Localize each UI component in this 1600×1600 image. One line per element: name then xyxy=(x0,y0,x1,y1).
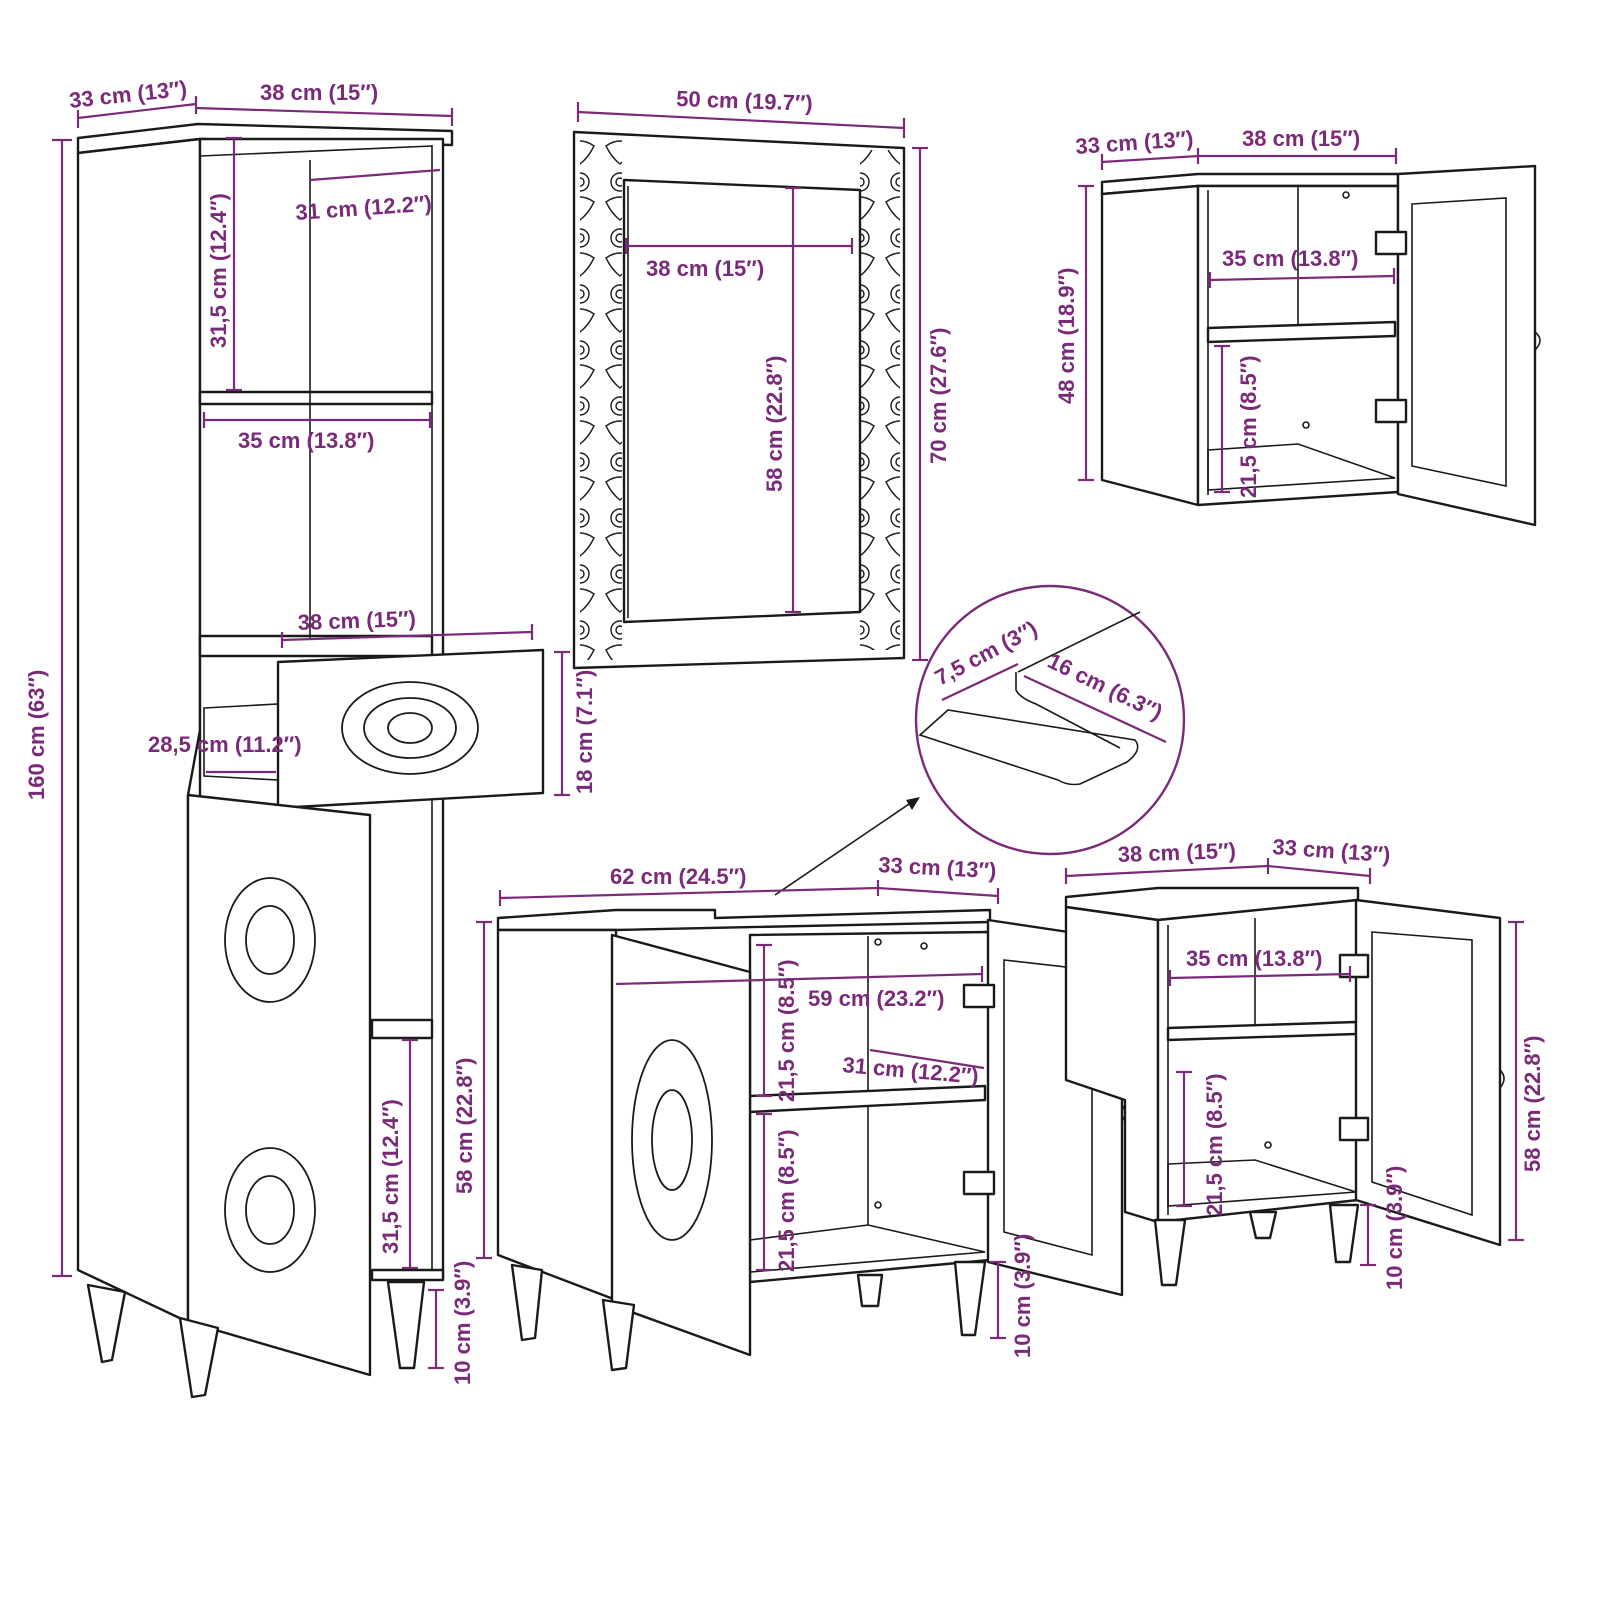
sink-leg-height-label: 10 cm (3.9″) xyxy=(1010,1234,1035,1358)
dimension-lines xyxy=(52,96,1524,1370)
sink-width-label: 62 cm (24.5″) xyxy=(610,864,747,889)
wall-cabinet xyxy=(1100,164,1541,527)
mirror xyxy=(572,130,906,670)
small-shelf-width-label: 35 cm (13.8″) xyxy=(1186,946,1323,971)
tall-drawer-depth-label: 28,5 cm (11.2″) xyxy=(148,732,302,757)
sink-inner-width-label: 59 cm (23.2″) xyxy=(808,986,945,1011)
tall-shelf-width-label: 35 cm (13.8″) xyxy=(238,428,375,453)
small-height-label: 58 cm (22.8″) xyxy=(1520,1035,1545,1172)
sink-lower-height-label: 21,5 cm (8.5″) xyxy=(774,1129,799,1272)
hinge-icon xyxy=(1374,398,1408,424)
tall-upper-height-label: 31,5 cm (12.4″) xyxy=(206,193,231,348)
hinge-icon xyxy=(1338,953,1370,979)
wall-height-label: 48 cm (18.9″) xyxy=(1054,267,1079,404)
mirror-width-label: 50 cm (19.7″) xyxy=(676,86,813,116)
hinge-icon xyxy=(1374,230,1408,256)
mirror-inner-width-label: 38 cm (15″) xyxy=(646,256,764,281)
small-width-label: 38 cm (15″) xyxy=(1117,838,1236,867)
tall-leg-height-label: 10 cm (3.9″) xyxy=(450,1261,475,1385)
tall-lower-height-label: 31,5 cm (12.4″) xyxy=(378,1099,403,1254)
drawer-ornament xyxy=(341,681,479,775)
sink-depth-label: 33 cm (13″) xyxy=(878,852,997,883)
tall-drawer-width-label: 38 cm (15″) xyxy=(297,606,416,635)
mirror-inner-height-label: 58 cm (22.8″) xyxy=(762,355,787,492)
wall-depth-label: 33 cm (13″) xyxy=(1075,126,1195,159)
wall-shelf-width-label: 35 cm (13.8″) xyxy=(1222,246,1359,271)
small-depth-label: 33 cm (13″) xyxy=(1272,834,1392,867)
mirror-height-label: 70 cm (27.6″) xyxy=(926,327,951,464)
tall-width-label: 38 cm (15″) xyxy=(260,80,378,105)
tall-total-height-label: 160 cm (63″) xyxy=(24,670,49,800)
small-leg-height-label: 10 cm (3.9″) xyxy=(1382,1166,1407,1290)
small-cabinet xyxy=(1064,886,1505,1287)
door-ornament xyxy=(224,877,316,1273)
tall-cabinet xyxy=(76,122,545,1399)
small-lower-height-label: 21,5 cm (8.5″) xyxy=(1202,1073,1227,1216)
wall-width-label: 38 cm (15″) xyxy=(1242,126,1360,151)
hinge-icon xyxy=(962,983,996,1009)
hinge-icon xyxy=(1338,1116,1370,1142)
sink-upper-height-label: 21,5 cm (8.5″) xyxy=(774,959,799,1102)
handle-detail xyxy=(914,584,1186,856)
tall-drawer-height-label: 18 cm (7.1″) xyxy=(572,670,597,794)
hinge-icon xyxy=(962,1170,996,1196)
sink-height-label: 58 cm (22.8″) xyxy=(452,1057,477,1194)
wall-lower-height-label: 21,5 cm (8.5″) xyxy=(1236,355,1261,498)
